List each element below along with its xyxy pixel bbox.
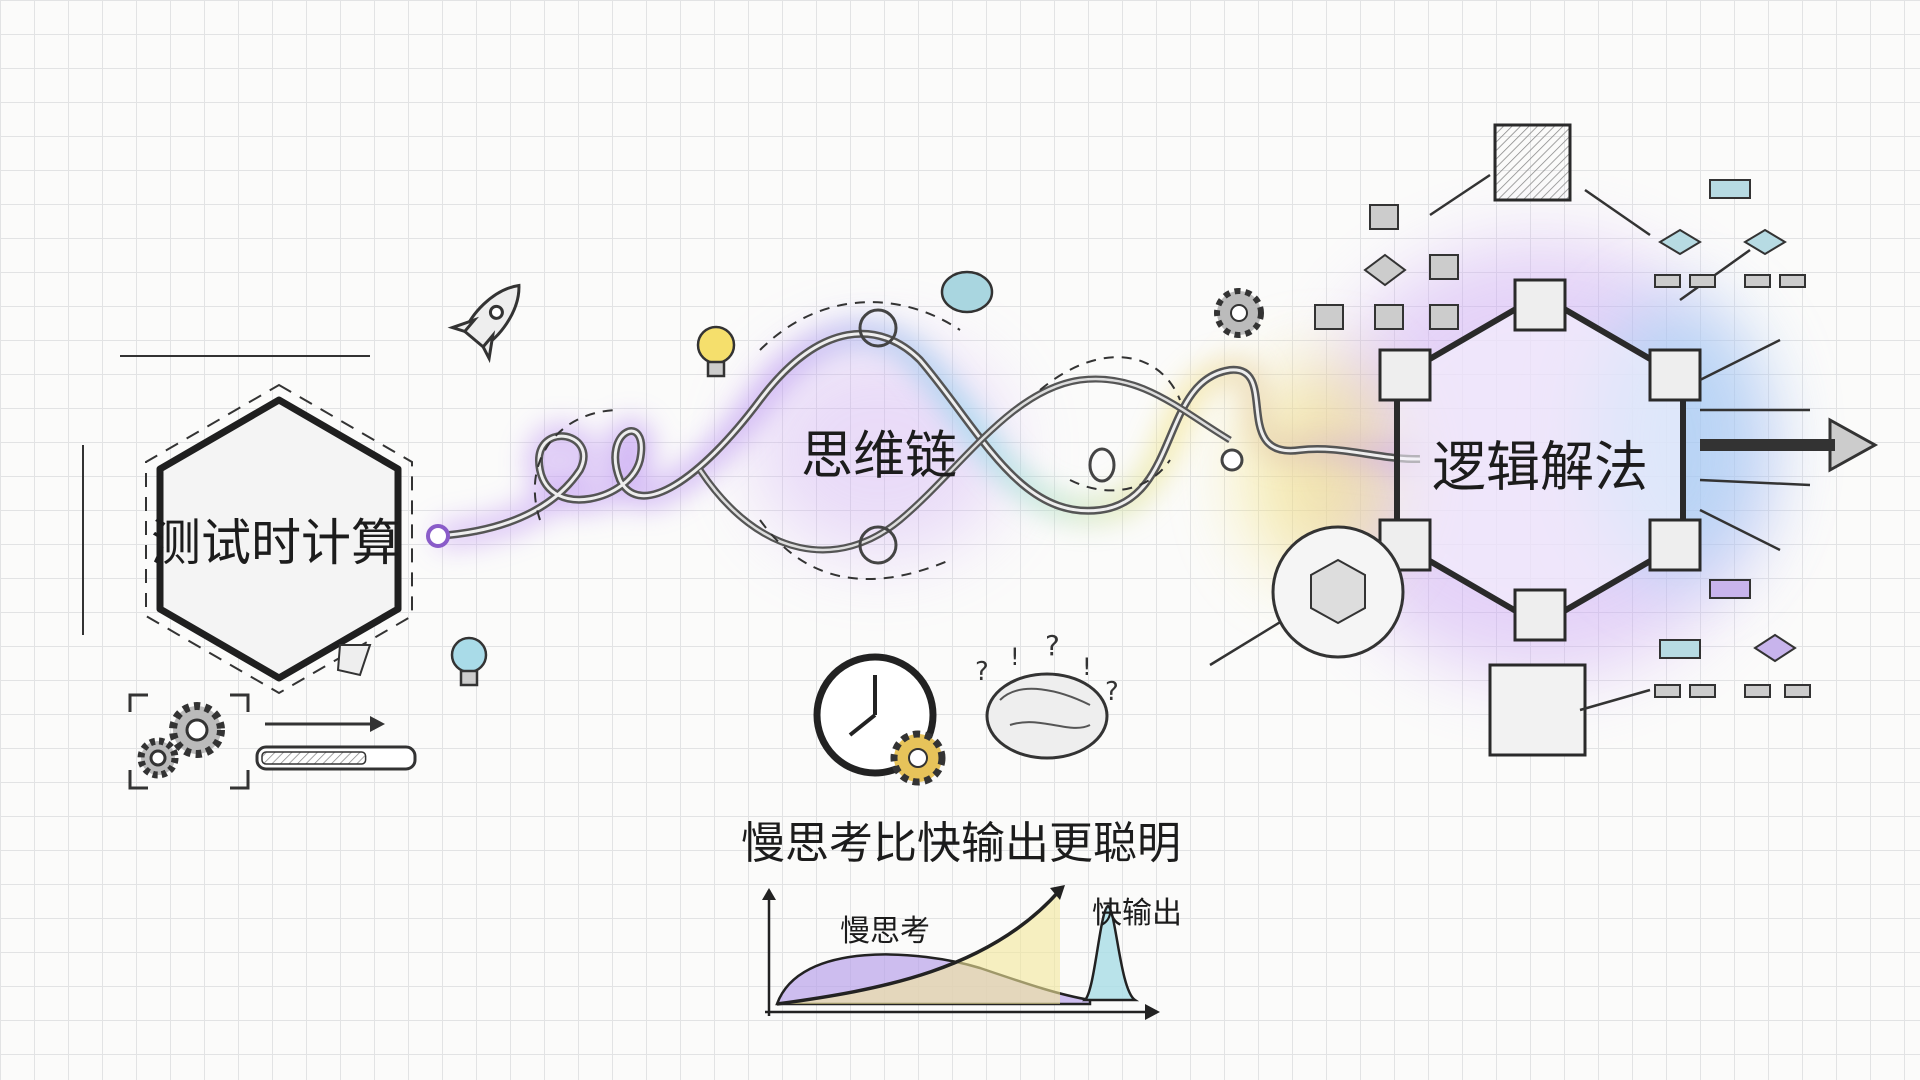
svg-text:?: ? <box>975 657 989 687</box>
brain-icon <box>940 270 994 314</box>
cube-icon <box>1378 123 1702 757</box>
svg-text:!: ! <box>1082 653 1092 681</box>
test-time-compute-hexagon <box>82 355 413 695</box>
svg-text:!: ! <box>1010 643 1020 671</box>
caption: 慢思考比快输出更聪明 <box>741 818 1181 869</box>
fast-output-curve <box>1081 904 1140 1002</box>
lightbulb-icon <box>450 325 736 687</box>
flowchart-icon <box>1314 179 1811 698</box>
svg-text:?: ? <box>1045 629 1060 662</box>
clock-icon <box>813 653 946 786</box>
left-node-label: 测试时计算 <box>151 514 401 572</box>
right-node-label: 逻辑解法 <box>1432 435 1648 499</box>
slow-vs-fast-chart <box>762 885 1160 1020</box>
rocket-icon <box>447 283 521 364</box>
brain-question-icon: ??? !! <box>975 629 1119 760</box>
gear-icon <box>1214 288 1264 338</box>
middle-node-label: 思维链 <box>800 426 958 487</box>
fast-output-label: 快输出 <box>1092 896 1182 931</box>
slow-thinking-label: 慢思考 <box>840 914 930 949</box>
progress-bar-fill <box>261 751 367 765</box>
chain-of-thought-path <box>426 301 1421 580</box>
svg-text:?: ? <box>1105 677 1119 707</box>
progress-bar <box>255 716 417 771</box>
logical-solution-hexagon <box>1209 123 1879 757</box>
gears-icon <box>128 693 250 790</box>
rising-curve <box>777 890 1060 1004</box>
